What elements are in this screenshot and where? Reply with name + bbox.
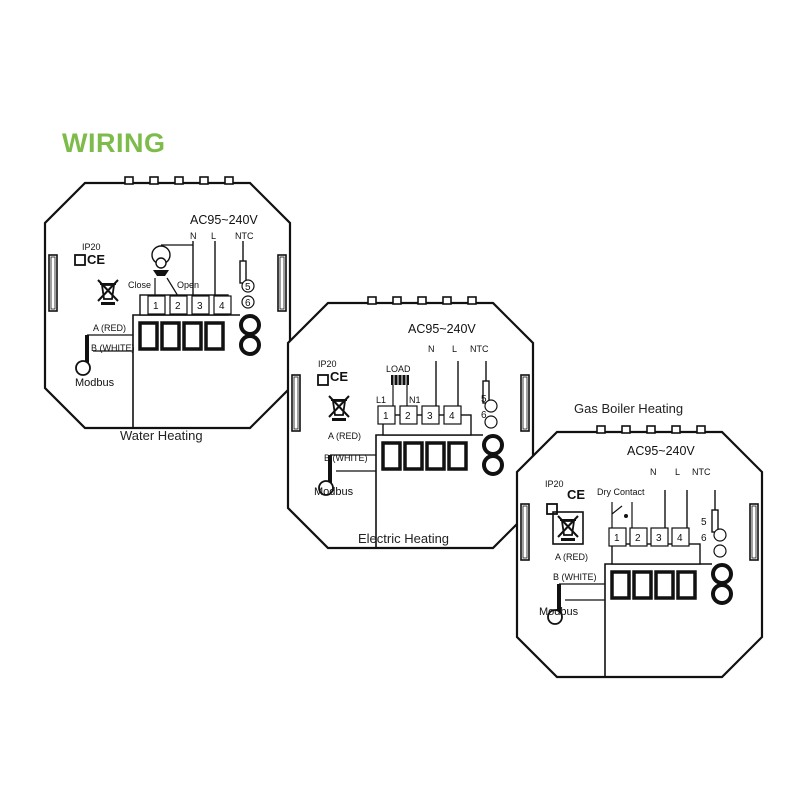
terminal-4: 4	[219, 301, 225, 312]
b-white-label: B (WHITE)	[91, 343, 135, 353]
ce-mark-icon: CE	[567, 487, 585, 502]
ce-mark-icon: CE	[87, 252, 105, 267]
ntc-terminal-6: 6	[245, 298, 251, 309]
terminal-4: 4	[677, 533, 683, 544]
l1-label: L1	[376, 395, 386, 405]
l-label: L	[452, 344, 457, 354]
panel-water-heating: AC95~240V N L NTC 5 6 IP20 CE 1 2 3 4 Cl…	[43, 175, 292, 430]
terminal-1: 1	[153, 301, 159, 312]
terminal-3: 3	[427, 411, 433, 422]
terminal-2: 2	[405, 411, 411, 422]
ip-label: IP20	[82, 242, 101, 252]
voltage-label: AC95~240V	[627, 444, 695, 458]
ntc-label: NTC	[470, 344, 489, 354]
dry-contact-label: Dry Contact	[597, 487, 645, 497]
panel-gas-boiler-heating: AC95~240V N L NTC 5 6 IP20 CE Dry Contac…	[515, 424, 764, 679]
b-white-label: B (WHITE)	[324, 453, 368, 463]
a-red-label: A (RED)	[93, 323, 126, 333]
ip-label: IP20	[318, 359, 337, 369]
ntc-label: NTC	[692, 467, 711, 477]
a-red-label: A (RED)	[555, 552, 588, 562]
ntc-terminal-6: 6	[481, 410, 487, 421]
n1-label: N1	[409, 395, 421, 405]
load-label: LOAD	[386, 364, 411, 374]
page-title: WIRING	[62, 128, 166, 158]
modbus-label: Modbus	[539, 606, 579, 618]
terminal-2: 2	[175, 301, 181, 312]
modbus-label: Modbus	[314, 486, 354, 498]
ntc-terminal-5: 5	[245, 282, 251, 293]
caption-water-heating: Water Heating	[120, 428, 203, 443]
ntc-terminal-5: 5	[701, 517, 707, 528]
caption-gas-boiler-heating: Gas Boiler Heating	[574, 401, 684, 416]
n-label: N	[650, 467, 657, 477]
voltage-label: AC95~240V	[408, 322, 476, 336]
b-white-label: B (WHITE)	[553, 572, 597, 582]
n-label: N	[190, 231, 197, 241]
voltage-label: AC95~240V	[190, 213, 258, 227]
modbus-label: Modbus	[75, 377, 115, 389]
ntc-label: NTC	[235, 231, 254, 241]
terminal-1: 1	[614, 533, 620, 544]
ntc-terminal-5: 5	[481, 394, 487, 405]
a-red-label: A (RED)	[328, 431, 361, 441]
close-label: Close	[128, 280, 151, 290]
l-label: L	[675, 467, 680, 477]
caption-electric-heating: Electric Heating	[358, 531, 450, 546]
ntc-terminal-6: 6	[701, 533, 707, 544]
l-label: L	[211, 231, 216, 241]
n-label: N	[428, 344, 435, 354]
panel-electric-heating: AC95~240V N L NTC 5 6 IP20 CE LOAD L1 N1…	[286, 295, 535, 550]
ce-mark-icon: CE	[330, 369, 348, 384]
terminal-1: 1	[383, 411, 389, 422]
terminal-2: 2	[635, 533, 641, 544]
terminal-3: 3	[656, 533, 662, 544]
relay-switch-icon	[611, 502, 633, 529]
terminal-4: 4	[449, 411, 455, 422]
valve-motor-icon	[151, 244, 193, 297]
open-label: Open	[177, 280, 199, 290]
ip-label: IP20	[545, 479, 564, 489]
terminal-3: 3	[197, 301, 203, 312]
